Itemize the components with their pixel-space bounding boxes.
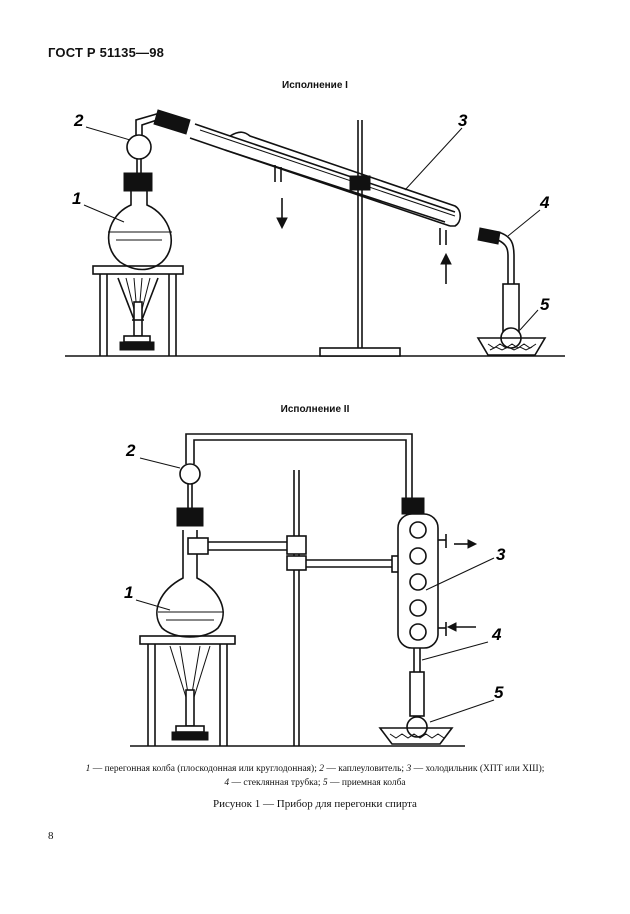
figure-2-label-1: 1 <box>124 583 133 602</box>
glass-tube <box>497 231 515 330</box>
arrow-left-icon <box>446 622 476 632</box>
legend-text-2: — каплеуловитель; <box>323 764 407 774</box>
arrow-right-icon <box>454 539 478 549</box>
figure-1-label-3: 3 <box>458 111 468 130</box>
receiving-flask <box>378 716 454 745</box>
legend-num-3: 3 <box>406 764 412 774</box>
legend-text-1: — перегонная колба (плоскодонная или кру… <box>90 764 320 774</box>
figure-legend-line-1: 1 — перегонная колба (плоскодонная или к… <box>40 762 590 776</box>
distillation-flask <box>156 507 224 638</box>
figure-1-label-2: 2 <box>73 111 84 130</box>
distillation-apparatus-figure-1: 2 1 3 4 5 <box>65 109 565 357</box>
legend-text-4: — стеклянная трубка; <box>229 778 323 788</box>
condenser <box>397 497 447 649</box>
legend-num-4: 4 <box>224 778 230 788</box>
condenser <box>153 109 501 245</box>
burner <box>119 301 155 351</box>
page-number: 8 <box>48 830 54 842</box>
distillation-flask <box>107 172 172 271</box>
heater-stand <box>139 635 236 746</box>
lab-stand <box>319 120 401 357</box>
legend-num-2: 2 <box>319 764 324 774</box>
figure-1-label-4: 4 <box>539 193 550 212</box>
callouts: 2 1 3 4 5 <box>124 441 506 723</box>
drip-catcher <box>179 433 413 508</box>
legend-text-3: — холодильник (ХПТ или ХШ); <box>411 764 545 774</box>
figure-2-subtitle: Исполнение II <box>280 404 350 415</box>
figure-1-label-1: 1 <box>72 189 81 208</box>
figure-2-label-3: 3 <box>496 545 506 564</box>
figure-1-subtitle: Исполнение I <box>282 80 348 91</box>
arrow-down-icon <box>276 198 288 230</box>
burner <box>171 689 209 741</box>
figure-2-label-4: 4 <box>491 625 502 644</box>
lab-stand <box>187 470 413 746</box>
figure-2-label-5: 5 <box>494 683 504 702</box>
distillation-apparatus-figure-2: 2 1 3 4 5 <box>124 433 506 747</box>
figure-caption: Рисунок 1 — Прибор для перегонки спирта <box>213 798 417 810</box>
document-header: ГОСТ Р 51135—98 <box>48 45 165 60</box>
callouts: 2 1 3 4 5 <box>72 111 550 331</box>
legend-text-5: — приемная колба <box>327 778 406 788</box>
legend-num-5: 5 <box>322 778 328 788</box>
figure-1-label-5: 5 <box>540 295 550 314</box>
glass-tube <box>409 648 425 720</box>
drip-catcher <box>126 112 161 173</box>
arrow-up-icon <box>440 252 452 284</box>
figure-legend-line-2: 4 — стеклянная трубка; 5 — приемная колб… <box>40 776 590 790</box>
receiving-flask <box>476 283 547 356</box>
legend-num-1: 1 <box>85 764 91 774</box>
figure-2-label-2: 2 <box>125 441 136 460</box>
